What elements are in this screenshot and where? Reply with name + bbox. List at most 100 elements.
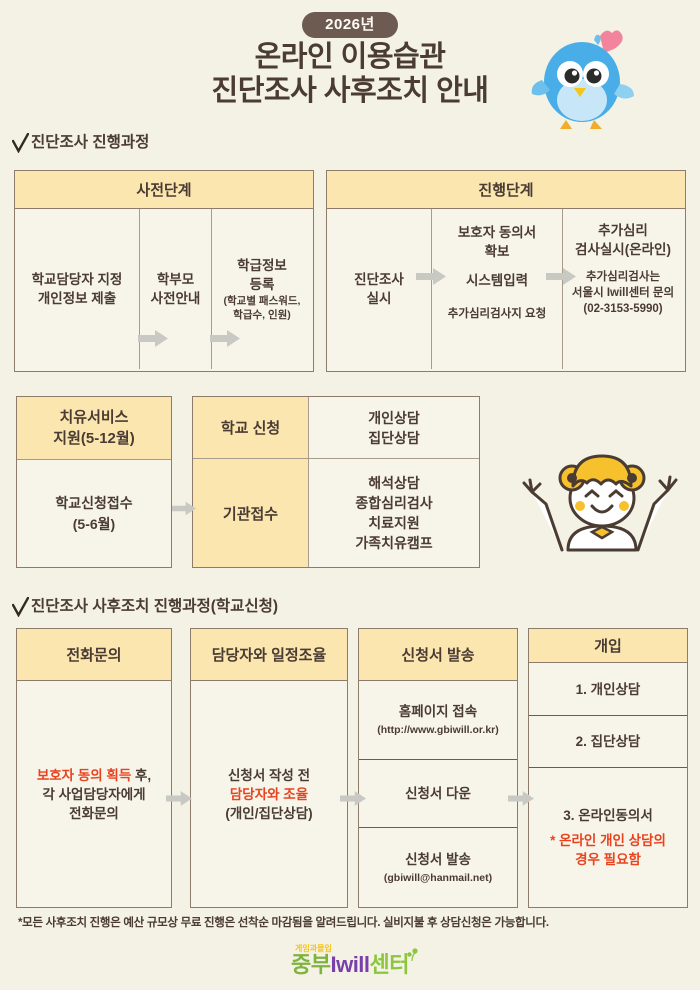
logo-wordmark: 중부Iwill센터 [290, 952, 410, 977]
intervention-note-line-2: 경우 필요함 [575, 852, 641, 867]
year-badge: 2026년 [302, 12, 398, 38]
phone-inquiry-header: 전화문의 [17, 629, 171, 681]
schedule-coordination-highlight: 담당자와 조율 [229, 786, 309, 802]
application-send-header: 신청서 발송 [359, 629, 517, 681]
intervention-online-consent: 3. 온라인동의서 [563, 808, 653, 823]
pre-stage-cell-2: 학부모 사전안내 [139, 209, 211, 369]
arrow-step-2-to-3 [340, 790, 366, 807]
intervention-group-counsel: 2. 집단상담 [575, 734, 641, 749]
school-application-label: 학교 신청 [193, 397, 309, 458]
pre-stage-cell-3-line-1: 학급정보 [237, 258, 287, 273]
service-interpretation-counsel: 해석상담 [368, 475, 420, 491]
pre-stage-cell-3-sub-2: 학급수, 인원) [233, 309, 291, 321]
schedule-coordination-header: 담당자와 일정조율 [191, 629, 347, 681]
healing-service-header-line-1: 치유서비스 [59, 409, 129, 426]
footnote: *모든 사후조치 진행은 예산 규모상 무료 진행은 선착순 마감됨을 알려드립… [18, 917, 549, 929]
school-application-services: 개인상담 집단상담 [309, 397, 479, 458]
pre-stage-cell-1-line-1: 학교담당자 지정 [31, 272, 123, 287]
schedule-coordination-line-3: (개인/집단상담) [225, 805, 313, 821]
pre-stage-cell-3: 학급정보 등록 (학교별 패스워드, 학급수, 인원) [211, 209, 312, 369]
center-logo: 게임과몰입 중부Iwill센터 [0, 944, 700, 988]
blue-bird-mascot-icon [530, 22, 638, 134]
service-group-counsel: 집단상담 [368, 429, 420, 446]
homepage-url: (http://www.gbiwill.or.kr) [377, 724, 499, 736]
application-send-row-3: 신청서 발송 (gbiwill@hanmail.net) [359, 827, 517, 907]
arrow-pre-stage-1 [138, 330, 168, 347]
application-email: (gbiwill@hanmail.net) [383, 871, 493, 884]
progress-stage-cell-2-line-4: 추가심리검사지 요청 [447, 308, 547, 320]
progress-stage-table: 진행단계 진단조사 실시 보호자 동의서 확보 시스템입력 추가심리검사지 요청… [326, 170, 686, 372]
progress-stage-cell-2-line-3: 시스템입력 [465, 273, 529, 288]
logo-sprout-icon [407, 948, 418, 962]
pre-stage-cell-1-line-2: 개인정보 제출 [37, 291, 117, 306]
phone-inquiry-column: 전화문의 보호자 동의 획득 후, 각 사업담당자에게 전화문의 [16, 628, 172, 908]
arrow-step-1-to-2 [166, 790, 192, 807]
schedule-coordination-body: 신청서 작성 전 담당자와 조율 (개인/집단상담) [191, 681, 347, 907]
application-send-column: 신청서 발송 홈페이지 접속 (http://www.gbiwill.or.kr… [358, 628, 518, 908]
homepage-access-label: 홈페이지 접속 [398, 704, 478, 719]
pre-stage-table: 사전단계 학교담당자 지정 개인정보 제출 학부모 사전안내 학급정보 등록 (… [14, 170, 314, 372]
section-3-heading: 진단조사 사후조치 진행과정(학교신청) [11, 594, 278, 618]
healing-service-table: 치유서비스 지원(5-12월) 학교신청접수 (5-6월) [16, 396, 172, 568]
arrow-healing-to-apply [172, 500, 196, 517]
intervention-individual-counsel: 1. 개인상담 [575, 681, 641, 697]
logo-part-center: 센터 [369, 952, 410, 977]
arrow-progress-stage-2 [546, 268, 576, 285]
schedule-coordination-line-1: 신청서 작성 전 [227, 767, 311, 783]
progress-stage-cell-2-line-1: 보호자 동의서 [457, 225, 537, 240]
application-send-label: 신청서 발송 [405, 851, 471, 867]
logo-tagline: 게임과몰입 [294, 944, 332, 953]
institution-reception-label: 기관접수 [193, 459, 309, 567]
service-family-camp: 가족치유캠프 [355, 535, 433, 551]
page-title-line-2: 진단조사 사후조치 안내 [211, 75, 489, 107]
progress-stage-cell-1-line-2: 실시 [366, 291, 392, 306]
phone-inquiry-body: 보호자 동의 획득 후, 각 사업담당자에게 전화문의 [17, 681, 171, 907]
service-treatment-support: 치료지원 [368, 515, 420, 531]
pre-stage-cell-1: 학교담당자 지정 개인정보 제출 [15, 209, 139, 369]
logo-part-jungbu: 중부 [290, 952, 331, 977]
page-title: 온라인 이용습관 진단조사 사후조치 안내 [0, 40, 700, 108]
arrow-pre-stage-2 [210, 330, 240, 347]
progress-stage-cell-1: 진단조사 실시 [327, 209, 431, 369]
healing-service-body-line-1: 학교신청접수 [55, 494, 133, 511]
section-1-heading-label: 진단조사 진행과정 [31, 134, 150, 151]
arrow-progress-stage-1 [416, 268, 446, 285]
service-comprehensive-test: 종합심리검사 [355, 495, 433, 511]
progress-stage-cell-2: 보호자 동의서 확보 시스템입력 추가심리검사지 요청 [431, 209, 562, 369]
progress-stage-table-header: 진행단계 [327, 171, 685, 209]
healing-service-header: 치유서비스 지원(5-12월) [17, 397, 171, 460]
progress-stage-cell-3-sub-3: (02-3153-5990) [583, 303, 663, 315]
application-send-row-2: 신청서 다운 [359, 759, 517, 827]
healing-service-body: 학교신청접수 (5-6월) [17, 460, 171, 567]
page-title-line-1: 온라인 이용습관 [254, 41, 446, 73]
healing-service-header-line-2: 지원(5-12월) [53, 430, 135, 447]
cheering-girl-icon [520, 432, 685, 552]
intervention-column: 개입 1. 개인상담 2. 집단상담 3. 온라인동의서 * 온라인 개인 상담… [528, 628, 688, 908]
phone-inquiry-line-2: 각 사업담당자에게 [42, 786, 146, 802]
pre-stage-cell-3-line-2: 등록 [249, 277, 275, 292]
section-1-heading: 진단조사 진행과정 [11, 130, 700, 154]
arrow-step-3-to-4 [508, 790, 534, 807]
logo-part-iwill: Iwill [330, 952, 370, 977]
schedule-coordination-column: 담당자와 일정조율 신청서 작성 전 담당자와 조율 (개인/집단상담) [190, 628, 348, 908]
school-application-table: 학교 신청 개인상담 집단상담 기관접수 해석상담 종합심리검사 치료지원 가족… [192, 396, 480, 568]
progress-stage-cell-3-line-2: 검사실시(온라인) [575, 242, 671, 257]
service-individual-counsel: 개인상담 [368, 409, 420, 426]
application-send-row-1: 홈페이지 접속 (http://www.gbiwill.or.kr) [359, 681, 517, 759]
intervention-row-2: 2. 집단상담 [529, 715, 687, 767]
application-download-label: 신청서 다운 [405, 786, 471, 801]
pre-stage-cell-2-line-1: 학부모 [156, 272, 195, 287]
pre-stage-table-header: 사전단계 [15, 171, 313, 209]
phone-inquiry-line-1-suffix: 후, [131, 767, 152, 783]
progress-stage-cell-3-sub-2: 서울시 Iwill센터 문의 [571, 287, 675, 299]
check-icon-2 [11, 596, 30, 618]
intervention-note-line-1: * 온라인 개인 상담의 [550, 833, 666, 848]
intervention-row-3: 3. 온라인동의서 * 온라인 개인 상담의 경우 필요함 [529, 767, 687, 907]
pre-stage-cell-2-line-2: 사전안내 [150, 291, 201, 306]
progress-stage-cell-3: 추가심리 검사실시(온라인) 추가심리검사는 서울시 Iwill센터 문의 (0… [562, 209, 683, 369]
progress-stage-cell-3-sub-1: 추가심리검사는 [585, 271, 661, 283]
page-header: 2026년 온라인 이용습관 진단조사 사후조치 안내 [0, 0, 700, 130]
phone-inquiry-line-1: 보호자 동의 획득 후, [37, 766, 151, 785]
healing-service-body-line-2: (5-6월) [72, 515, 116, 532]
pre-stage-cell-3-sub-1: (학교별 패스워드, [223, 295, 301, 307]
